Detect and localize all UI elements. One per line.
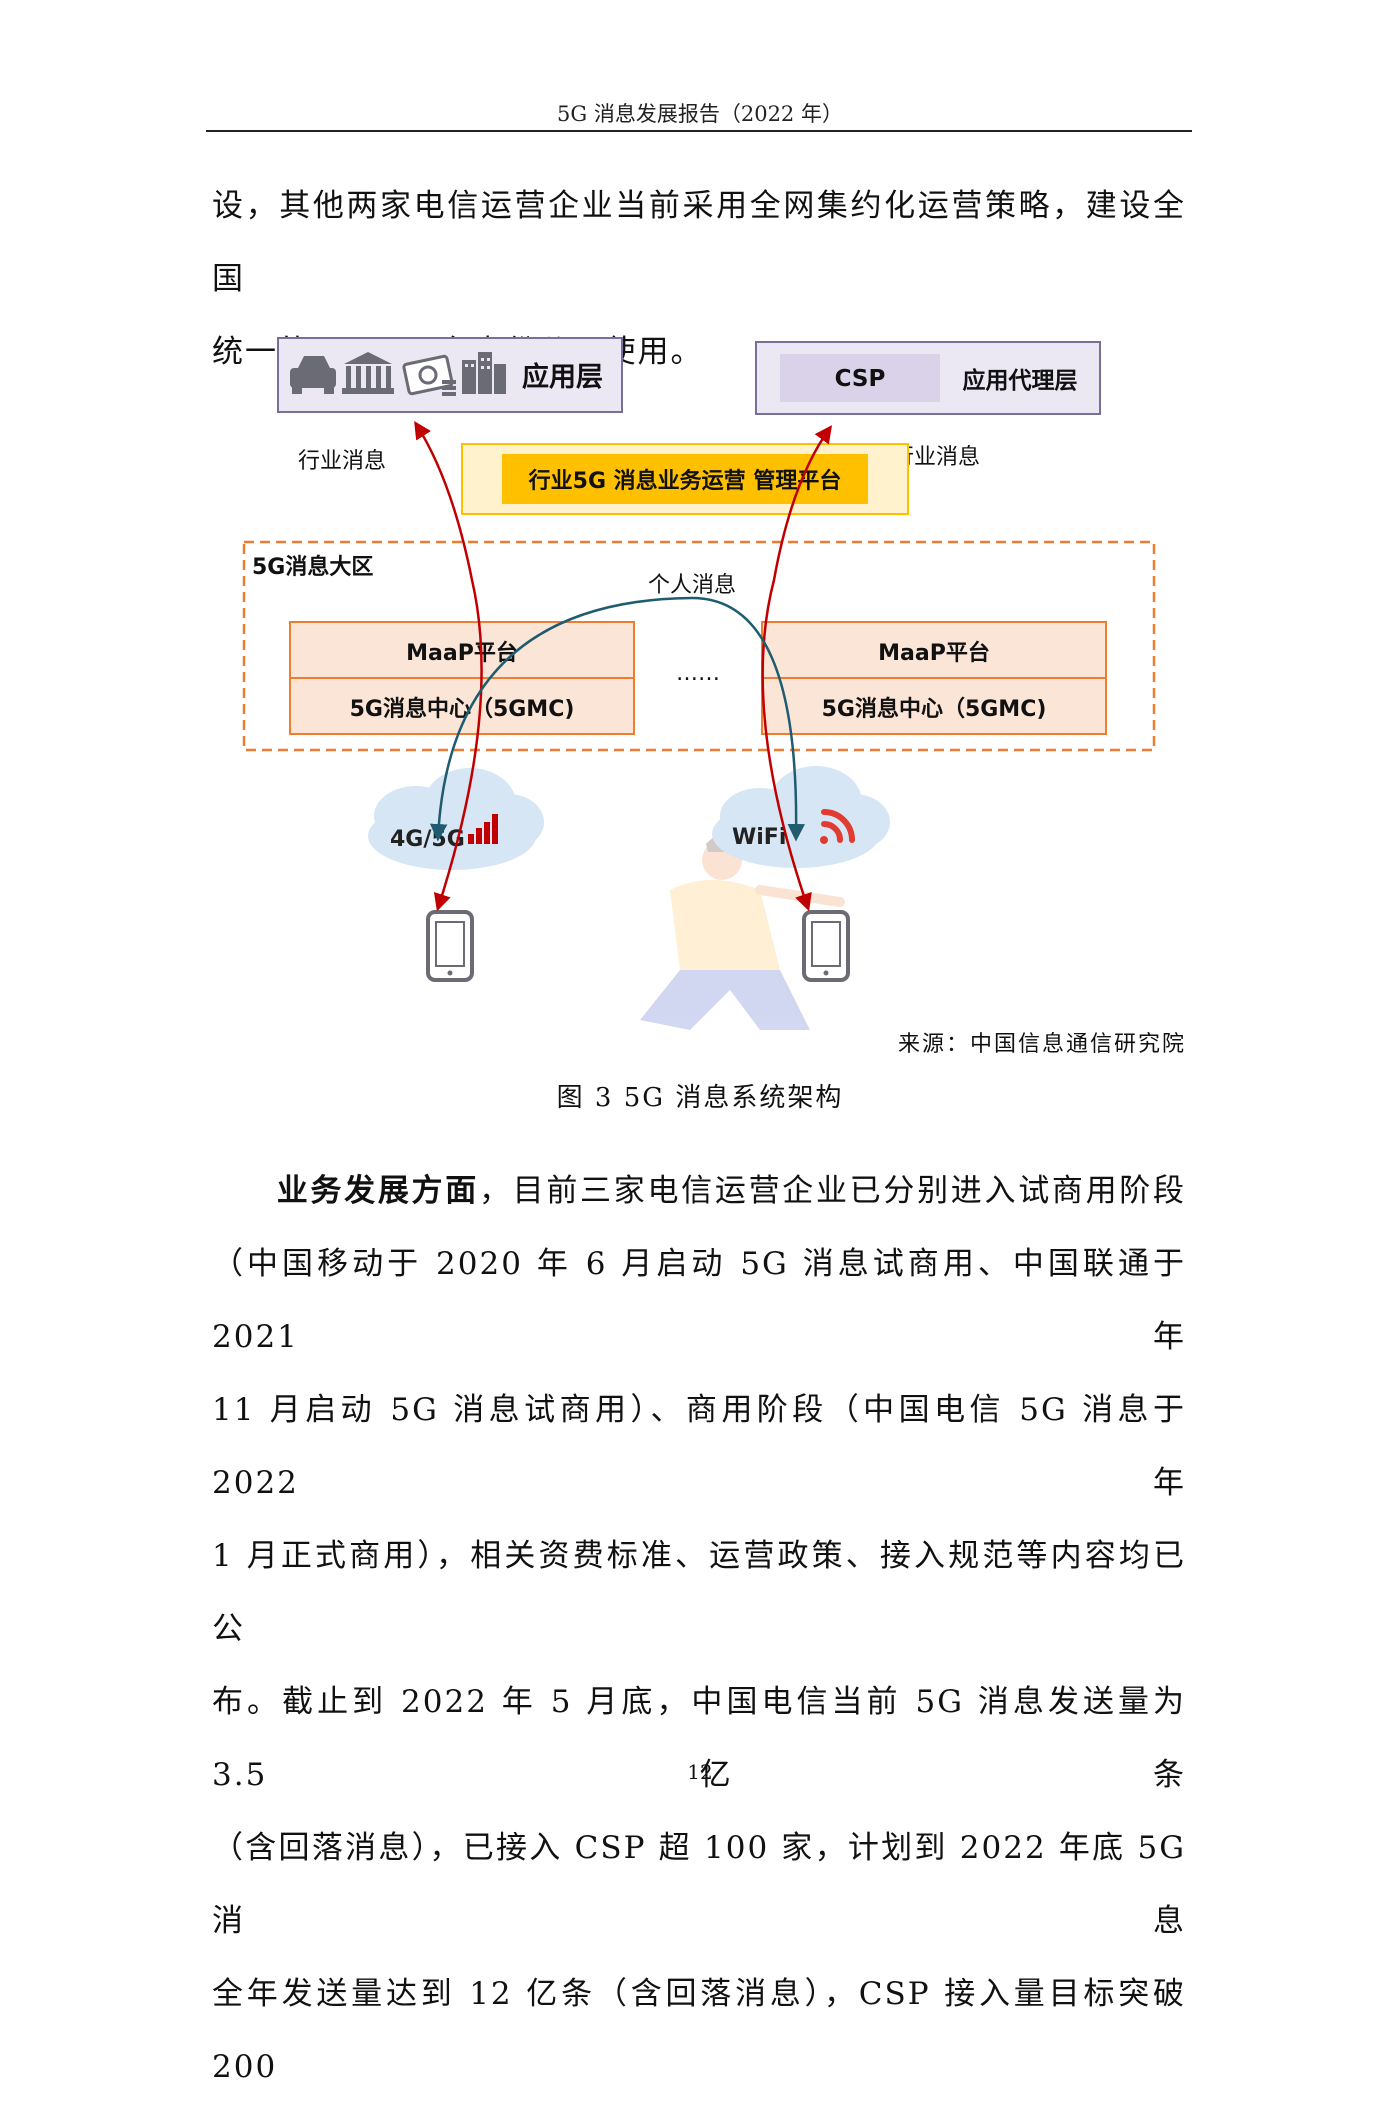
region-label: 5G消息大区 bbox=[252, 554, 373, 580]
body-line-7: 全年发送量达到 12 亿条（含回落消息），CSP 接入量目标突破 200 bbox=[212, 1976, 1186, 2085]
architecture-diagram: 应用层 CSP 应用代理层 行业消息 行业消息 行业5G 消息业务运营 管理平台… bbox=[242, 337, 1156, 1030]
bank-icon bbox=[342, 352, 394, 394]
industry-msg-left: 行业消息 bbox=[298, 449, 386, 474]
body-line-2: （中国移动于 2020 年 6 月启动 5G 消息试商用、中国联通于 2021 … bbox=[212, 1246, 1186, 1355]
intro-line-1: 设，其他两家电信运营企业当前采用全网集约化运营策略，建设全国 bbox=[212, 188, 1186, 297]
page-number: 12 bbox=[687, 1760, 713, 1784]
body-line-3: 11 月启动 5G 消息试商用）、商用阶段（中国电信 5G 消息于 2022 年 bbox=[212, 1392, 1186, 1501]
maap-left-label: MaaP平台 bbox=[406, 640, 518, 666]
car-icon bbox=[290, 356, 336, 394]
body-line-1-text: ，目前三家电信运营企业已分别进入试商用阶段 bbox=[478, 1173, 1187, 1209]
ellipsis-label: …… bbox=[676, 661, 720, 686]
money-icon bbox=[402, 354, 456, 396]
industry-arrow-right bbox=[761, 425, 833, 912]
app-proxy-label: 应用代理层 bbox=[963, 367, 1078, 394]
business-paragraph: 业务发展方面，目前三家电信运营企业已分别进入试商用阶段 （中国移动于 2020 … bbox=[212, 1155, 1186, 2104]
gmc-right-label: 5G消息中心（5GMC) bbox=[822, 696, 1047, 722]
phone-left-icon bbox=[426, 910, 474, 982]
maap-right-label: MaaP平台 bbox=[878, 640, 990, 666]
body-lead: 业务发展方面 bbox=[276, 1173, 479, 1209]
maap-left-box bbox=[289, 621, 635, 679]
header-rule bbox=[206, 130, 1192, 132]
personal-msg-arrow bbox=[429, 596, 805, 842]
network-left-label: 4G/5G bbox=[390, 827, 465, 852]
cloud-left bbox=[368, 768, 544, 870]
platform-label: 行业5G 消息业务运营 管理平台 bbox=[528, 468, 842, 494]
phone-right-icon bbox=[802, 910, 850, 982]
figure-caption: 图 3 5G 消息系统架构 bbox=[556, 1083, 844, 1113]
body-line-5: 布。截止到 2022 年 5 月底，中国电信当前 5G 消息发送量为 3.5 亿… bbox=[212, 1684, 1186, 1793]
body-line-1: 业务发展方面，目前三家电信运营企业已分别进入试商用阶段 bbox=[212, 1155, 1186, 1228]
csp-label: CSP bbox=[835, 366, 886, 392]
body-line-4: 1 月正式商用），相关资费标准、运营政策、接入规范等内容均已公 bbox=[212, 1538, 1186, 1647]
region-box bbox=[242, 540, 1156, 752]
gmc-left-label: 5G消息中心（5GMC) bbox=[350, 696, 575, 722]
industry-arrow-left bbox=[414, 421, 483, 912]
personal-msg-label: 个人消息 bbox=[648, 573, 736, 598]
figure-source: 来源：中国信息通信研究院 bbox=[897, 1032, 1186, 1057]
body-line-6: （含回落消息），已接入 CSP 超 100 家，计划到 2022 年底 5G 消… bbox=[212, 1830, 1186, 1939]
csp-box bbox=[780, 354, 940, 402]
running-header: 5G 消息发展报告（2022 年） bbox=[557, 102, 843, 126]
cloud-right bbox=[712, 766, 890, 868]
architecture-figure: 应用层 CSP 应用代理层 行业消息 行业消息 行业5G 消息业务运营 管理平台… bbox=[240, 330, 1200, 1110]
buildings-icon bbox=[462, 352, 506, 394]
app-layer-label: 应用层 bbox=[522, 361, 603, 393]
network-right-label: WiFi bbox=[732, 825, 786, 850]
